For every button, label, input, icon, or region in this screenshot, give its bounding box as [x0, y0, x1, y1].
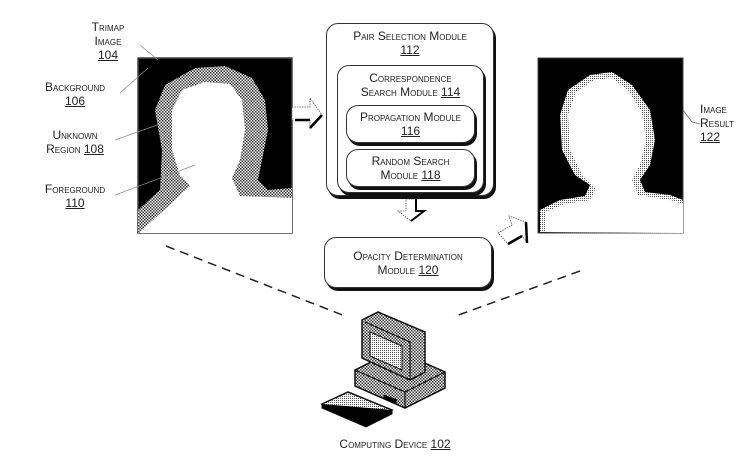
pair-selection-title: Pair Selection Module: [353, 29, 467, 43]
background-text: Background: [44, 80, 105, 94]
trimap-image-label: Trimap Image 104: [78, 20, 138, 62]
correspondence-search-module: Correspondence Search Module 114 Propaga…: [337, 65, 484, 193]
opacity-line1: Opacity Determination: [353, 249, 463, 263]
arrow-right-icon: [291, 96, 323, 130]
propagation-module: Propagation Module 116: [346, 105, 475, 143]
background-label: Background 106: [30, 80, 120, 108]
foreground-text: Foreground: [44, 182, 106, 196]
image-result-label: Image Result 122: [700, 102, 750, 144]
dashed-link-right: [452, 270, 581, 318]
dashed-link-left: [165, 245, 346, 317]
correspondence-line1: Correspondence: [369, 71, 452, 85]
random-search-line1: Random Search: [371, 154, 450, 168]
unknown-line2: Region: [46, 142, 81, 156]
opacity-ref: 120: [418, 263, 439, 277]
image-result: [537, 57, 684, 234]
computing-device-text: Computing Device: [339, 437, 428, 451]
computing-device-ref: 102: [430, 437, 451, 451]
unknown-line1: Unknown: [52, 128, 98, 142]
random-search-module: Random Search Module 118: [346, 149, 475, 187]
trimap-title-line2: Image: [94, 34, 122, 48]
background-ref: 106: [64, 94, 86, 108]
foreground-ref: 110: [65, 196, 85, 210]
trimap-image: [137, 57, 293, 234]
pair-selection-module: Pair Selection Module 112 Correspondence…: [326, 23, 494, 196]
image-result-ref: 122: [700, 130, 721, 144]
random-search-line2: Module: [380, 168, 419, 182]
arrow-down-icon: [396, 198, 427, 222]
opacity-determination-module: Opacity Determination Module 120: [324, 237, 492, 288]
image-result-line2: Result: [700, 116, 734, 130]
foreground-label: Foreground 110: [30, 182, 120, 210]
unknown-region-label: Unknown Region 108: [30, 128, 120, 156]
unknown-ref: 108: [83, 142, 104, 156]
image-result-line1: Image: [700, 102, 727, 116]
arrow-diagonal-icon: [497, 215, 529, 246]
foreground-region: [140, 82, 292, 233]
propagation-title: Propagation Module: [359, 110, 462, 124]
computer-icon: [320, 311, 446, 428]
opacity-line2: Module: [377, 263, 416, 277]
pair-selection-ref: 112: [400, 43, 420, 57]
trimap-title-line1: Trimap: [91, 20, 125, 34]
correspondence-ref: 114: [441, 85, 461, 99]
trimap-ref: 104: [97, 48, 119, 62]
computing-device-label: Computing Device 102: [310, 437, 480, 451]
propagation-ref: 116: [400, 124, 421, 138]
random-search-ref: 118: [421, 168, 441, 182]
correspondence-line2: Search Module: [360, 85, 438, 99]
